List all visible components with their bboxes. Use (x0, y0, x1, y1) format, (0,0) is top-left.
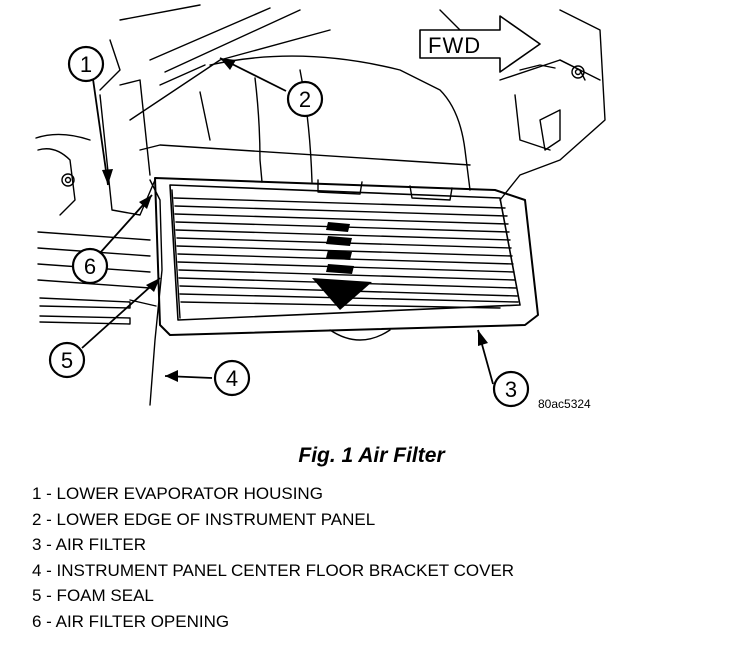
legend-item: 4 - INSTRUMENT PANEL CENTER FLOOR BRACKE… (32, 560, 515, 580)
legend-item: 5 - FOAM SEAL (32, 586, 154, 606)
callout-4-number: 4 (226, 366, 238, 391)
callout-6: 6 (71, 247, 109, 285)
instrument-panel-lines (35, 4, 331, 141)
callout-6-number: 6 (84, 254, 96, 279)
forward-direction-arrow: FWD (419, 15, 541, 73)
callout-5: 5 (48, 341, 86, 379)
vent-grille (37, 231, 151, 325)
callout-2: 2 (286, 80, 324, 118)
legend-item: 6 - AIR FILTER OPENING (32, 611, 230, 631)
fwd-label: FWD (428, 33, 481, 58)
legend-list: 1 - LOWER EVAPORATOR HOUSING 2 - LOWER E… (32, 481, 514, 635)
image-code: 80ac5324 (538, 397, 591, 411)
callout-5-number: 5 (61, 348, 73, 373)
callout-1: 1 (67, 45, 105, 83)
callout-4: 4 (213, 359, 251, 397)
callout-2-number: 2 (299, 87, 311, 112)
install-direction-arrow (312, 222, 372, 310)
figure-caption: Fig. 1 Air Filter (298, 444, 445, 467)
callout-3: 3 (492, 370, 530, 408)
legend-item: 3 - AIR FILTER (32, 535, 146, 555)
leader-arrowheads (102, 58, 488, 382)
right-structure (439, 9, 606, 201)
callout-1-number: 1 (80, 52, 92, 77)
legend-item: 1 - LOWER EVAPORATOR HOUSING (32, 484, 323, 503)
callout-3-number: 3 (505, 377, 517, 402)
legend-item: 2 - LOWER EDGE OF INSTRUMENT PANEL (32, 509, 376, 529)
air-filter-illustration: FWD 1 2 3 4 5 6 80ac5324 (35, 4, 606, 411)
